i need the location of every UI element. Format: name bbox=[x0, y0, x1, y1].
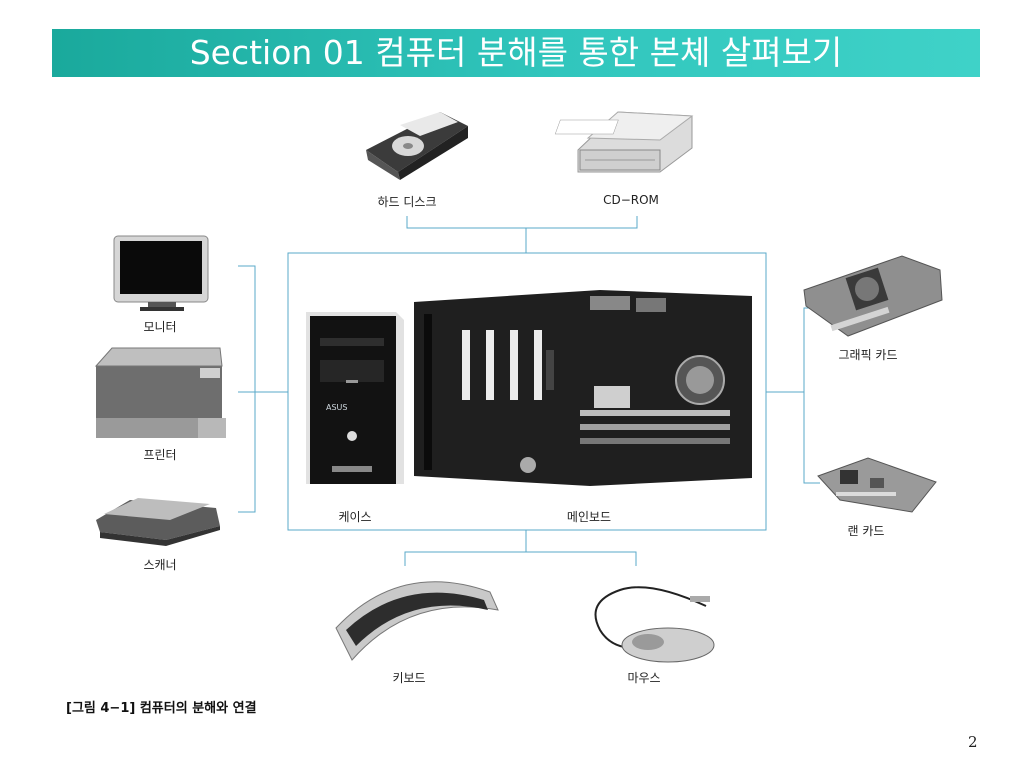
cd-rom-label: CD−ROM bbox=[603, 193, 659, 207]
mainboard-label: 메인보드 bbox=[566, 510, 612, 524]
scanner-label: 스캐너 bbox=[143, 558, 177, 572]
lan-card-image bbox=[817, 457, 937, 513]
case-label: 케이스 bbox=[338, 510, 372, 524]
hard-disk-label: 하드 디스크 bbox=[377, 195, 437, 209]
mainboard-image bbox=[414, 290, 752, 486]
cd-rom-image bbox=[554, 111, 694, 173]
graphic-card-label: 그래픽 카드 bbox=[838, 348, 898, 362]
monitor-label: 모니터 bbox=[143, 320, 177, 334]
hard-disk-image bbox=[366, 112, 468, 180]
mouse-image bbox=[594, 586, 715, 663]
slide-title: Section 01 컴퓨터 분해를 통한 본체 살펴보기 bbox=[52, 29, 980, 77]
svg-text:ASUS: ASUS bbox=[326, 403, 347, 412]
monitor-image bbox=[113, 235, 209, 311]
case-image: ASUS bbox=[306, 312, 404, 484]
graphic-card-image bbox=[803, 255, 943, 337]
keyboard-image bbox=[335, 581, 499, 661]
printer-image bbox=[94, 347, 226, 438]
printer-label: 프린터 bbox=[143, 448, 177, 462]
scanner-image bbox=[96, 498, 220, 546]
figure-caption: [그림 4−1] 컴퓨터의 분해와 연결 bbox=[66, 701, 257, 716]
mouse-label: 마우스 bbox=[627, 671, 661, 685]
keyboard-label: 키보드 bbox=[392, 671, 426, 685]
page-number: 2 bbox=[968, 733, 978, 751]
lan-card-label: 랜 카드 bbox=[847, 524, 885, 538]
